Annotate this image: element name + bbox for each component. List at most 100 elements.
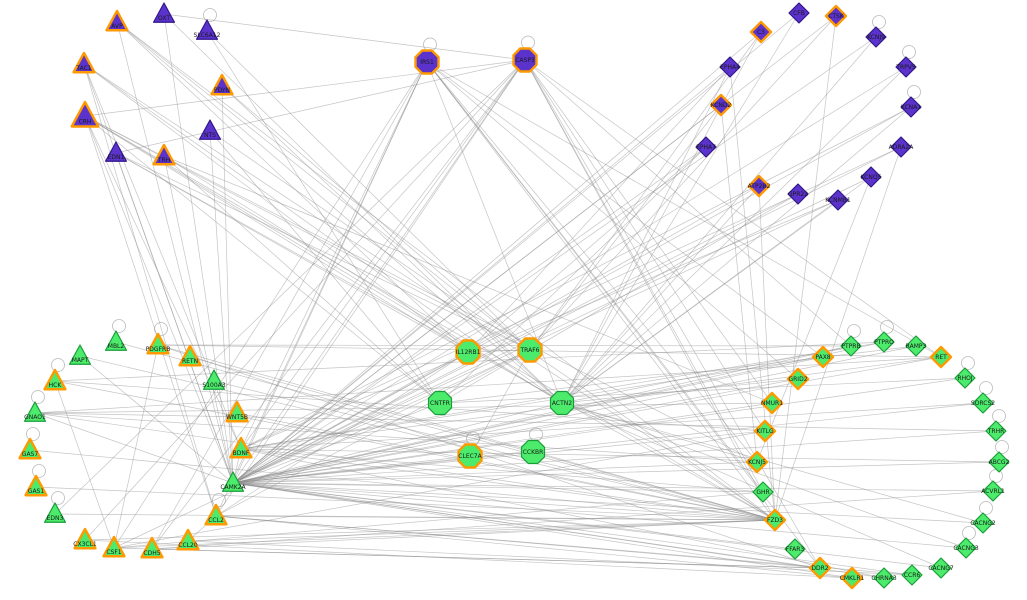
node-GNAO1[interactable]: GNAO1 xyxy=(23,401,47,422)
self-loop xyxy=(989,469,1003,483)
edge xyxy=(232,482,885,579)
node-CFB[interactable]: CFB xyxy=(788,2,810,24)
node-ABCG2[interactable]: ABCG2 xyxy=(988,451,1010,473)
self-loop xyxy=(31,390,45,404)
node-EPHA7[interactable]: EPHA7 xyxy=(695,136,717,158)
node-KCNMB1[interactable]: KCNMB1 xyxy=(825,189,851,211)
node-RAMP3[interactable]: RAMP3 xyxy=(905,335,927,357)
node-HCK[interactable]: HCK xyxy=(43,368,67,391)
node-OXT[interactable]: OXT xyxy=(152,2,176,23)
triangle-node-shape xyxy=(73,527,97,550)
node-DDR2[interactable]: DDR2 xyxy=(808,556,832,580)
node-C3[interactable]: C3 xyxy=(749,20,773,44)
node-ACVRL1[interactable]: ACVRL1 xyxy=(981,480,1005,502)
node-FZD3[interactable]: FZD3 xyxy=(763,508,787,532)
node-EPHA4[interactable]: EPHA4 xyxy=(719,56,741,78)
node-ADRA2A[interactable]: ADRA2A xyxy=(889,136,915,158)
node-KCNA1[interactable]: KCNA1 xyxy=(900,96,922,118)
node-PAX8[interactable]: PAX8 xyxy=(811,345,835,369)
node-EDN1[interactable]: EDN1 xyxy=(104,141,128,162)
node-CRH[interactable]: CRH xyxy=(70,100,100,128)
node-GAS7[interactable]: GAS7 xyxy=(18,437,42,460)
node-CCR6[interactable]: CCR6 xyxy=(901,564,923,586)
node-ACTN2[interactable]: ACTN2 xyxy=(549,390,575,416)
node-RETN[interactable]: RETN xyxy=(178,344,202,367)
node-MBL2[interactable]: MBL2 xyxy=(104,330,128,351)
node-CCKBR[interactable]: CCKBR xyxy=(520,439,546,465)
node-KITLG[interactable]: KITLG xyxy=(753,419,777,443)
diamond-node-shape xyxy=(709,93,733,117)
node-KCND2[interactable]: KCND2 xyxy=(709,93,733,117)
node-PDYN[interactable]: PDYN xyxy=(210,73,234,96)
node-TAC1[interactable]: TAC1 xyxy=(72,51,96,74)
edge xyxy=(720,104,758,463)
edge xyxy=(524,59,821,569)
diamond-node-shape xyxy=(827,189,849,211)
node-SLC6A12[interactable]: SLC6A12 xyxy=(194,19,221,40)
self-loop xyxy=(902,45,916,59)
node-TRH[interactable]: TRH xyxy=(152,143,176,166)
self-loop xyxy=(962,526,976,540)
edge xyxy=(232,106,912,484)
node-KCNQ5[interactable]: KCNQ5 xyxy=(860,166,882,188)
node-CTSK[interactable]: CTSK xyxy=(824,4,848,28)
edge xyxy=(232,377,966,484)
node-NMUR1[interactable]: NMUR1 xyxy=(760,391,783,415)
node-TRHR[interactable]: TRHR xyxy=(985,420,1007,442)
node-RHOJ[interactable]: RHOJ xyxy=(954,367,976,389)
node-CACNG7[interactable]: CACNG7 xyxy=(928,557,954,579)
edge xyxy=(84,115,531,351)
triangle-node-shape xyxy=(140,536,164,559)
self-loop xyxy=(51,491,65,505)
node-CHRNA3[interactable]: CHRNA3 xyxy=(871,567,897,589)
edge xyxy=(115,341,776,521)
node-KCNJ5[interactable]: KCNJ5 xyxy=(745,450,769,474)
edge xyxy=(187,519,776,542)
node-CAMK2A[interactable]: CAMK2A xyxy=(220,471,247,492)
node-FFAR3[interactable]: FFAR3 xyxy=(784,538,806,560)
node-NTS[interactable]: NTS xyxy=(198,119,222,140)
node-CACNG3[interactable]: CACNG3 xyxy=(953,537,979,559)
octagon-node-shape xyxy=(517,337,543,363)
node-ATP2B2[interactable]: ATP2B2 xyxy=(748,174,771,198)
diamond-node-shape xyxy=(719,56,741,78)
edge xyxy=(232,461,1000,484)
self-loop xyxy=(154,322,168,336)
node-IL12RB1[interactable]: IL12RB1 xyxy=(455,339,481,365)
node-CLEC7A[interactable]: CLEC7A xyxy=(457,443,483,469)
edge xyxy=(232,402,984,484)
node-GAS1[interactable]: GAS1 xyxy=(24,474,48,497)
node-CDH5[interactable]: CDH5 xyxy=(140,536,164,559)
node-KCNJ9[interactable]: KCNJ9 xyxy=(865,26,887,48)
node-RET[interactable]: RET xyxy=(929,345,953,369)
node-CCL20[interactable]: CCL20 xyxy=(176,528,200,551)
node-SORCS2[interactable]: SORCS2 xyxy=(971,392,995,414)
node-PDGFRB[interactable]: PDGFRB xyxy=(146,332,171,355)
node-GPR22[interactable]: GPR22 xyxy=(787,183,809,205)
node-GHR[interactable]: GHR xyxy=(752,481,774,503)
node-CNTFR[interactable]: CNTFR xyxy=(427,390,453,416)
node-MAPT[interactable]: MAPT xyxy=(68,344,92,365)
node-BDNF[interactable]: BDNF xyxy=(229,436,253,459)
node-PTPRO[interactable]: PTPRO xyxy=(873,331,895,353)
node-CACNG2[interactable]: CACNG2 xyxy=(970,512,996,534)
diamond-node-shape xyxy=(901,564,923,586)
node-CX3CL1[interactable]: CX3CL1 xyxy=(73,527,97,550)
node-CCL2[interactable]: CCL2 xyxy=(204,503,228,526)
node-EDN3[interactable]: EDN3 xyxy=(43,502,67,523)
node-CASP3[interactable]: CASP3 xyxy=(512,47,538,73)
node-S100A3[interactable]: S100A3 xyxy=(202,369,226,390)
diamond-node-shape xyxy=(695,136,717,158)
node-GRID2[interactable]: GRID2 xyxy=(786,367,810,391)
node-CMKLR1[interactable]: CMKLR1 xyxy=(840,566,865,590)
node-TRAF6[interactable]: TRAF6 xyxy=(517,337,543,363)
node-WNT5B[interactable]: WNT5B xyxy=(225,400,249,423)
node-PTPRB[interactable]: PTPRB xyxy=(840,335,862,357)
edge xyxy=(221,85,563,404)
node-CSF1[interactable]: CSF1 xyxy=(102,535,126,558)
node-TRPV5[interactable]: TRPV5 xyxy=(895,56,917,78)
node-IRS1[interactable]: IRS1 xyxy=(414,49,440,75)
node-AVP[interactable]: AVP xyxy=(105,9,129,32)
